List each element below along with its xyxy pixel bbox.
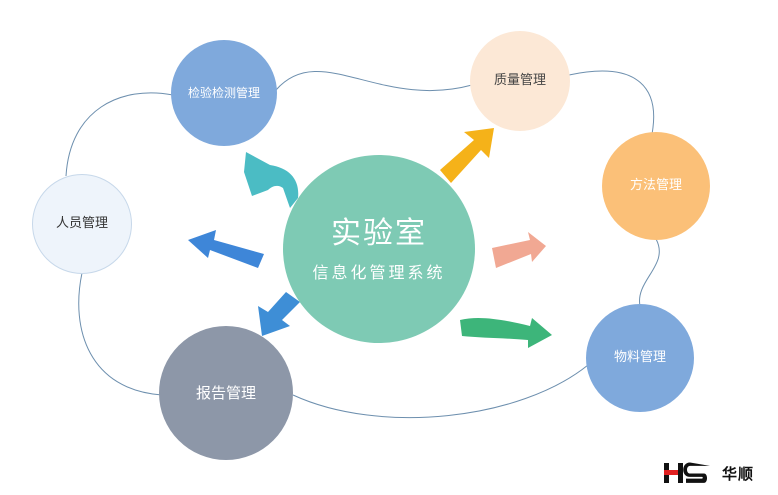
arrow-to-quality-shape — [440, 128, 494, 183]
node-material: 物料管理 — [586, 304, 694, 412]
node-report: 报告管理 — [159, 326, 293, 460]
center-subtitle: 信息化管理系统 — [312, 263, 446, 283]
node-quality-label: 质量管理 — [493, 73, 546, 89]
node-method-label: 方法管理 — [629, 178, 682, 194]
link-material-report — [292, 364, 589, 419]
node-inspection-label: 检验检测管理 — [187, 85, 260, 100]
link-quality-method — [568, 70, 655, 135]
link-inspection-quality — [275, 71, 473, 91]
arrow-to-personnel-shape — [188, 230, 264, 268]
arrow-to-report — [258, 292, 300, 336]
arrow-to-inspection-shape — [244, 152, 299, 208]
brand-logo-icon — [664, 462, 710, 483]
arrow-to-method — [492, 232, 546, 268]
brand-watermark: 华顺 — [664, 462, 754, 484]
arrow-to-material-shape — [460, 317, 552, 348]
brand-text: 华顺 — [722, 464, 755, 483]
arrow-to-material — [460, 317, 552, 348]
node-quality: 质量管理 — [470, 31, 570, 131]
arrow-to-quality — [440, 128, 494, 183]
node-inspection: 检验检测管理 — [171, 40, 277, 146]
arrow-to-inspection — [244, 152, 299, 208]
center-node: 实验室 信息化管理系统 — [283, 155, 475, 343]
node-report-label: 报告管理 — [195, 383, 256, 402]
arrow-to-personnel — [188, 230, 264, 268]
link-personnel-inspection — [65, 92, 174, 177]
node-personnel: 人员管理 — [32, 174, 132, 274]
node-method: 方法管理 — [602, 132, 710, 240]
arrow-to-report-shape — [258, 292, 300, 336]
link-report-personnel — [78, 272, 163, 396]
link-method-material — [639, 238, 660, 307]
arrow-to-method-shape — [492, 232, 546, 268]
node-material-label: 物料管理 — [613, 350, 666, 366]
node-personnel-label: 人员管理 — [55, 216, 108, 232]
center-title: 实验室 — [331, 215, 427, 251]
